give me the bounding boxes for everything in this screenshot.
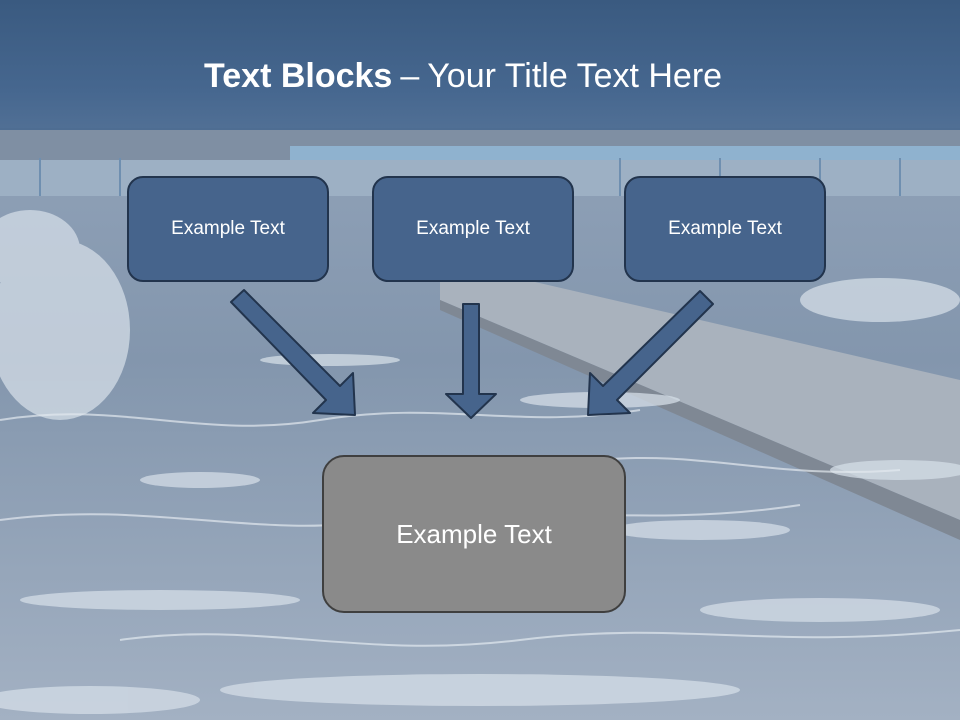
- title-bold-part: Text Blocks: [204, 57, 393, 95]
- arrow-right-icon: [587, 290, 714, 416]
- arrow-center-icon: [445, 303, 497, 419]
- title-dash: –: [400, 57, 420, 95]
- text-block-3-label: Example Text: [668, 218, 782, 239]
- text-block-2[interactable]: Example Text: [372, 176, 574, 282]
- result-block[interactable]: Example Text: [322, 455, 626, 613]
- arrow-left-icon: [230, 289, 356, 416]
- result-block-label: Example Text: [396, 518, 552, 549]
- text-block-1-label: Example Text: [171, 218, 285, 239]
- text-block-3[interactable]: Example Text: [624, 176, 826, 282]
- text-block-1[interactable]: Example Text: [127, 176, 329, 282]
- text-block-2-label: Example Text: [416, 218, 530, 239]
- title-rest-part: Your Title Text Here: [427, 57, 723, 95]
- title-band: [0, 0, 960, 130]
- slide-title: Text Blocks–Your Title Text Here: [204, 52, 722, 100]
